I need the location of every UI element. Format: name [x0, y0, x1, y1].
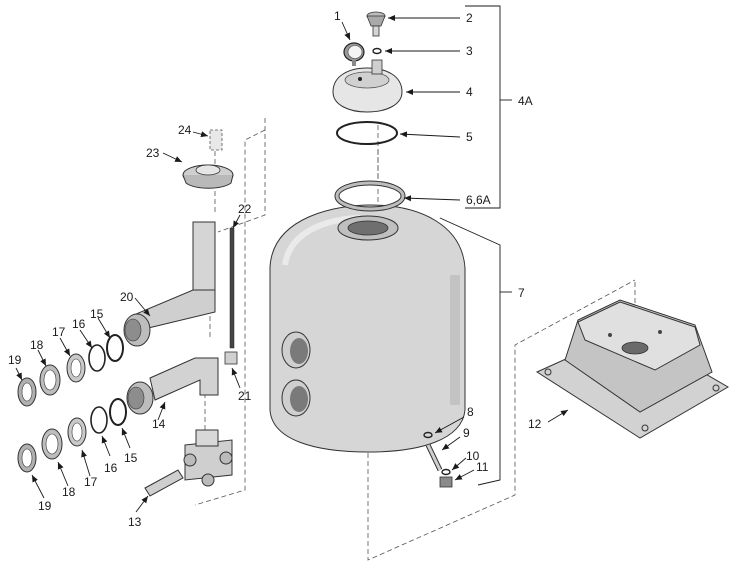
callout-22: 22	[238, 202, 252, 216]
callout-7: 7	[518, 286, 525, 300]
callout-15-upper: 15	[90, 307, 104, 321]
callout-19-lower: 19	[38, 499, 52, 513]
callout-11: 11	[476, 460, 489, 474]
callout-9: 9	[463, 426, 470, 440]
tank-lid	[332, 59, 403, 113]
callout-21: 21	[238, 389, 252, 403]
callout-5: 5	[466, 130, 473, 144]
drain-assembly	[423, 431, 453, 488]
leader-lines	[15, 15, 569, 513]
lower-elbow-pipe	[126, 357, 219, 415]
hub-top-fitting	[209, 129, 223, 151]
callout-17-lower: 17	[84, 475, 98, 489]
manifold-body	[183, 429, 233, 487]
callout-4: 4	[466, 85, 473, 99]
drain-nozzle	[144, 469, 184, 497]
callout-20: 20	[120, 290, 134, 304]
callout-17-upper: 17	[52, 325, 66, 339]
upper-elbow-pipe	[123, 221, 216, 347]
tank-bracket	[439, 217, 512, 486]
pressure-gauge	[343, 42, 365, 66]
filter-base	[535, 299, 729, 439]
lower-union-set	[17, 398, 127, 473]
callout-19-upper: 19	[8, 353, 22, 367]
callout-8: 8	[467, 405, 474, 419]
lid-o-ring	[336, 121, 398, 145]
callout-13: 13	[128, 515, 142, 529]
callout-15-lower: 15	[124, 451, 138, 465]
standpipe-rod	[229, 227, 235, 349]
air-release-valve	[366, 11, 386, 37]
callout-23: 23	[146, 146, 160, 160]
callout-10: 10	[466, 449, 480, 463]
clamp-ring	[334, 180, 406, 212]
upper-union-set	[17, 334, 124, 407]
callout-16-lower: 16	[104, 461, 118, 475]
callout-16-upper: 16	[72, 317, 86, 331]
callout-14: 14	[152, 417, 166, 431]
callout-2: 2	[466, 11, 473, 25]
assembly-bracket	[465, 5, 512, 209]
callout-6-6a: 6,6A	[466, 193, 491, 207]
pipe-connector	[224, 351, 238, 365]
callout-3: 3	[466, 44, 473, 58]
filter-tank	[269, 204, 466, 453]
callout-labels: 1 2 3 4 5 6,6A 4A 7 8 9 10 11 12 13 14 1…	[8, 9, 542, 529]
callout-12: 12	[528, 417, 542, 431]
valve-o-ring	[372, 47, 382, 55]
callout-18-lower: 18	[62, 485, 76, 499]
lateral-hub	[182, 164, 234, 189]
callout-4a: 4A	[518, 94, 533, 108]
callout-1: 1	[334, 9, 341, 23]
callout-24: 24	[178, 123, 192, 137]
callout-18-upper: 18	[30, 338, 44, 352]
